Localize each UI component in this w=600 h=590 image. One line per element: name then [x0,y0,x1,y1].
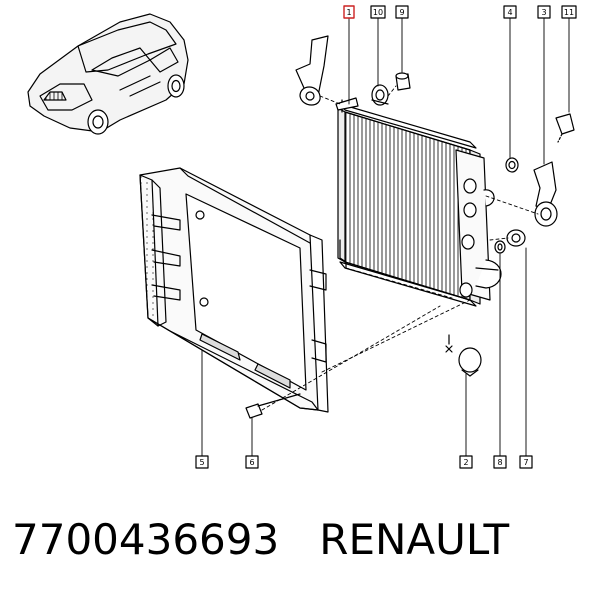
svg-text:8: 8 [497,458,502,467]
bushing-4 [505,157,519,173]
leader-lines [201,17,570,457]
callout-7: 7 [519,455,533,469]
part-caption: 7700436693 RENAULT [12,510,592,570]
part-number: 7700436693 [12,515,280,564]
svg-text:1: 1 [346,8,351,17]
drain-plug-2 [445,334,482,377]
svg-text:3: 3 [541,8,546,17]
radiator-core [337,99,502,307]
parts-diagram: 1 10 9 4 3 11 5 6 2 8 7 [27,5,577,469]
fan-shroud [139,167,329,413]
brand-name: RENAULT [319,515,510,564]
bushing-9 [395,72,411,91]
clip-11 [555,113,575,143]
svg-text:4: 4 [507,8,512,17]
svg-text:7: 7 [523,458,528,467]
callout-8: 8 [493,455,507,469]
callout-6: 6 [245,455,259,469]
svg-text:10: 10 [373,8,383,17]
callout-10: 10 [370,5,386,19]
callout-1: 1 [343,5,355,19]
callout-4: 4 [503,5,517,19]
callout-2: 2 [459,455,473,469]
callout-3: 3 [537,5,551,19]
svg-text:5: 5 [199,458,204,467]
svg-text:6: 6 [249,458,254,467]
svg-text:11: 11 [564,8,574,17]
bushing-10 [371,84,389,106]
upper-bracket [295,35,329,106]
callout-9: 9 [395,5,409,19]
car-thumbnail [27,13,189,135]
bushing-7 [506,229,526,247]
washer-8 [494,240,506,254]
svg-text:9: 9 [399,8,404,17]
callout-5: 5 [195,455,209,469]
svg-text:2: 2 [463,458,468,467]
bracket-3 [533,161,558,227]
callout-11: 11 [561,5,577,19]
